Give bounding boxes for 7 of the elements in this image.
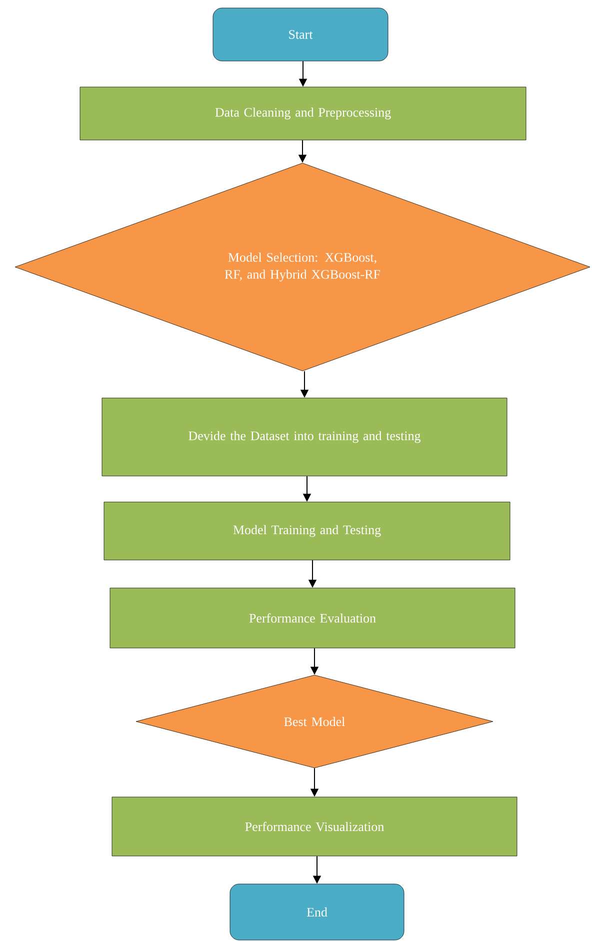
terminal-box: End bbox=[230, 884, 404, 940]
process-box: Performance Visualization bbox=[112, 796, 518, 856]
process-box: Model Training and Testing bbox=[104, 502, 510, 560]
process-box: Data Cleaning and Preprocessing bbox=[80, 86, 526, 140]
process-box: Devide the Dataset into training and testing bbox=[102, 398, 508, 476]
terminal-box: Start bbox=[212, 8, 388, 62]
process-box: Performance Evaluation bbox=[110, 588, 516, 648]
